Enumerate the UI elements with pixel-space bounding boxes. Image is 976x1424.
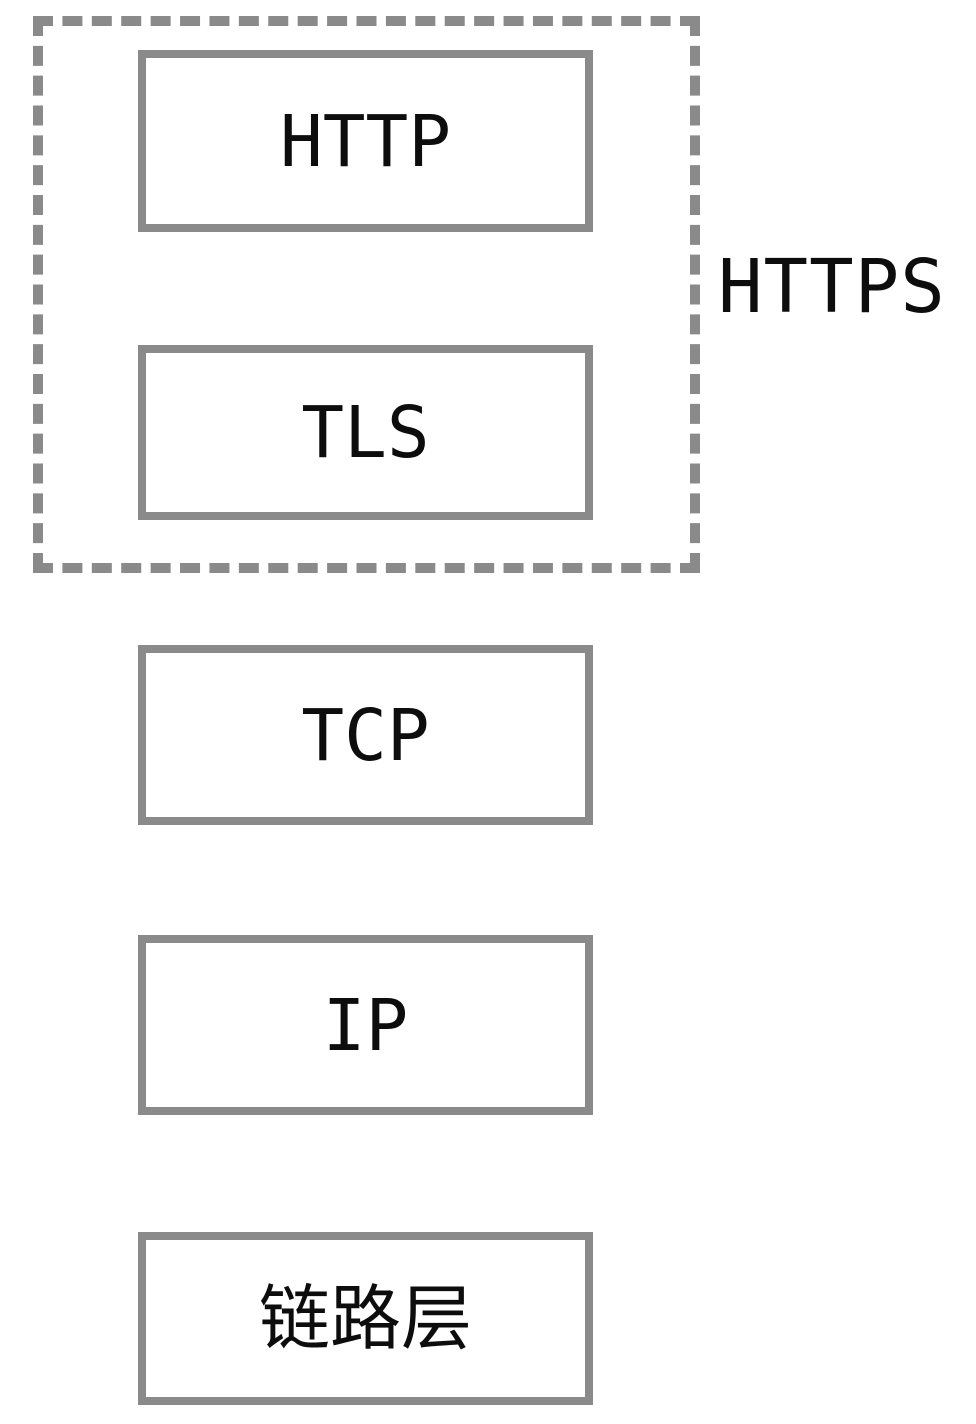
layer-box-ip: IP bbox=[138, 935, 593, 1115]
layer-label-ip: IP bbox=[322, 983, 409, 1067]
layer-label-tls: TLS bbox=[301, 391, 430, 474]
https-group-dashed-box bbox=[33, 16, 700, 573]
layer-box-http: HTTP bbox=[138, 50, 593, 232]
layer-label-link-layer: 链路层 bbox=[258, 1277, 472, 1360]
layer-box-link-layer: 链路层 bbox=[138, 1232, 593, 1405]
layer-box-tcp: TCP bbox=[138, 645, 593, 825]
layer-label-tcp: TCP bbox=[301, 693, 430, 777]
layer-label-http: HTTP bbox=[280, 99, 451, 183]
layer-box-tls: TLS bbox=[138, 345, 593, 520]
https-group-label: HTTPS bbox=[718, 244, 946, 330]
